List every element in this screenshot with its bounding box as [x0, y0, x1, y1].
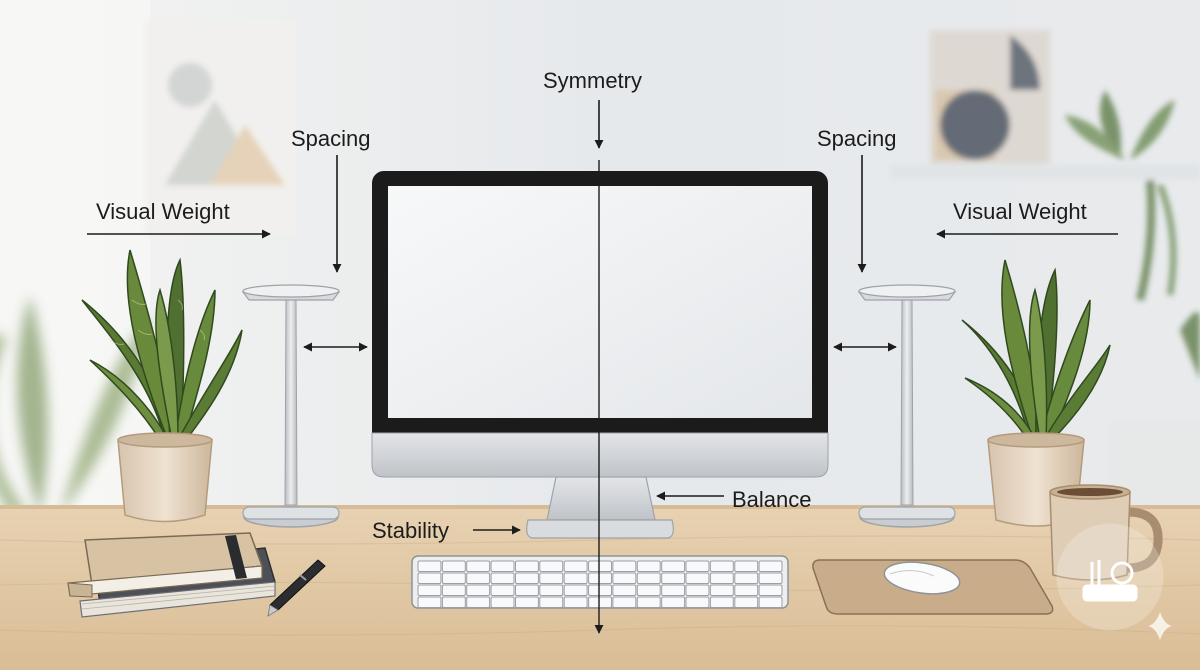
keyboard-key — [564, 573, 587, 584]
keyboard-key — [491, 585, 514, 596]
keyboard-key — [491, 573, 514, 584]
keyboard-key — [735, 573, 758, 584]
keyboard-key — [418, 573, 441, 584]
keyboard-key — [491, 597, 514, 608]
spacing-label-right: Spacing — [817, 128, 897, 150]
keyboard-key — [686, 585, 709, 596]
keyboard-key — [491, 561, 514, 572]
keyboard-key — [710, 561, 733, 572]
keyboard-key — [637, 561, 660, 572]
keyboard-key — [735, 561, 758, 572]
keyboard-key — [467, 573, 490, 584]
keyboard-key — [613, 585, 636, 596]
stability-label: Stability — [372, 520, 449, 542]
keyboard-key — [540, 597, 563, 608]
keyboard-key — [589, 561, 612, 572]
keyboard-key — [613, 597, 636, 608]
keyboard-key — [637, 597, 660, 608]
keyboard-key — [540, 585, 563, 596]
keyboard-key — [686, 561, 709, 572]
keyboard-key — [442, 561, 465, 572]
keyboard-key — [662, 561, 685, 572]
keyboard-key — [589, 597, 612, 608]
keyboard-key — [735, 597, 758, 608]
keyboard-key — [467, 585, 490, 596]
keyboard — [412, 556, 788, 608]
wall-art-right — [930, 30, 1050, 165]
keyboard-key — [589, 585, 612, 596]
keyboard-key — [418, 585, 441, 596]
spacing-label-left: Spacing — [291, 128, 371, 150]
keyboard-key — [516, 597, 539, 608]
keyboard-key — [442, 585, 465, 596]
keyboard-key — [686, 573, 709, 584]
keyboard-key — [516, 573, 539, 584]
keyboard-key — [467, 597, 490, 608]
keyboard-key — [710, 573, 733, 584]
visual-weight-label-right: Visual Weight — [953, 201, 1087, 223]
symmetry-label: Symmetry — [543, 70, 642, 92]
keyboard-key — [589, 573, 612, 584]
keyboard-key — [759, 585, 782, 596]
keyboard-key — [710, 585, 733, 596]
keyboard-key — [540, 573, 563, 584]
keyboard-key — [637, 585, 660, 596]
keyboard-key — [662, 597, 685, 608]
keyboard-key — [442, 573, 465, 584]
keyboard-key — [759, 597, 782, 608]
keyboard-key — [686, 597, 709, 608]
keyboard-key — [418, 561, 441, 572]
keyboard-key — [735, 585, 758, 596]
keyboard-key — [613, 561, 636, 572]
keyboard-key — [759, 561, 782, 572]
monitor-screen — [388, 186, 812, 418]
keyboard-key — [442, 597, 465, 608]
keyboard-key — [759, 573, 782, 584]
visual-weight-label-left: Visual Weight — [96, 201, 230, 223]
keyboard-key — [564, 597, 587, 608]
keyboard-key — [613, 573, 636, 584]
keyboard-key — [637, 573, 660, 584]
keyboard-key — [418, 597, 441, 608]
keyboard-key — [662, 573, 685, 584]
keyboard-key — [710, 597, 733, 608]
keyboard-key — [467, 561, 490, 572]
keyboard-key — [540, 561, 563, 572]
balance-label: Balance — [732, 489, 812, 511]
keyboard-key — [516, 585, 539, 596]
keyboard-key — [516, 561, 539, 572]
keyboard-key — [564, 561, 587, 572]
keyboard-key — [662, 585, 685, 596]
keyboard-key — [564, 585, 587, 596]
